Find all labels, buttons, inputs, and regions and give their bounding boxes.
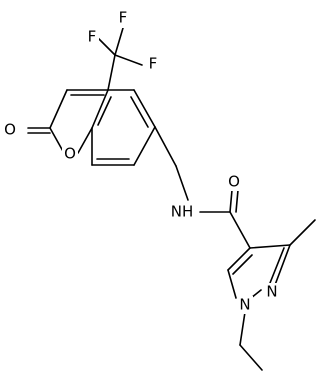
bond-cf3-f1 <box>97 37 116 56</box>
bond-c7-nh-real <box>175 165 189 201</box>
bond-c3pyr-n2-double <box>269 247 285 284</box>
atom-f1: F <box>88 28 97 46</box>
bond-c2-o-ring <box>49 127 65 154</box>
bond-c3pyr-methyl <box>289 219 316 246</box>
bond-c6-nh <box>155 127 176 166</box>
atom-labels: F F F O O NH O N N <box>2 9 280 314</box>
bond-c7-nh <box>154 126 177 167</box>
bond-c4-c3pyr <box>249 244 291 249</box>
bond-c5pyr-c4pyr <box>227 247 251 271</box>
bond-c6-c7 <box>133 126 156 166</box>
bond-cf3-c4 <box>107 54 116 91</box>
bond-o-ring-c8a <box>77 127 93 154</box>
bond-n1-c5pyr <box>227 269 237 299</box>
bond-c5pyr-c4pyr-double <box>232 254 253 275</box>
atom-n-pyrazole-1: N <box>239 296 250 314</box>
bonds <box>27 27 316 371</box>
bond-c8a-c4a <box>91 89 109 129</box>
bond-c5-c6 <box>133 89 156 128</box>
bond-ethyl-ch2-ch3 <box>239 344 263 371</box>
atom-nh: NH <box>171 203 194 221</box>
bond-c3-c2 <box>49 89 68 129</box>
atom-o-carbonyl: O <box>4 121 16 139</box>
atom-f2: F <box>119 9 128 27</box>
bond-camide-c4pyr <box>229 211 251 249</box>
atom-o-ring: O <box>64 145 76 163</box>
bond-c3pyr-n2 <box>274 244 291 286</box>
bond-camide-o-double <box>235 189 239 213</box>
bond-c8a-c4a-double <box>97 96 112 126</box>
atom-o-amide: O <box>228 173 240 191</box>
atom-f3: F <box>149 55 158 73</box>
bond-cf3-f2 <box>114 27 124 56</box>
atom-n-pyrazole-2: N <box>266 283 277 301</box>
bond-n1-ethyl-ch2 <box>239 311 246 346</box>
bond-camide-o <box>229 189 233 213</box>
bond-c5-c6-double <box>130 96 149 128</box>
bond-cf3-f3 <box>114 54 143 66</box>
